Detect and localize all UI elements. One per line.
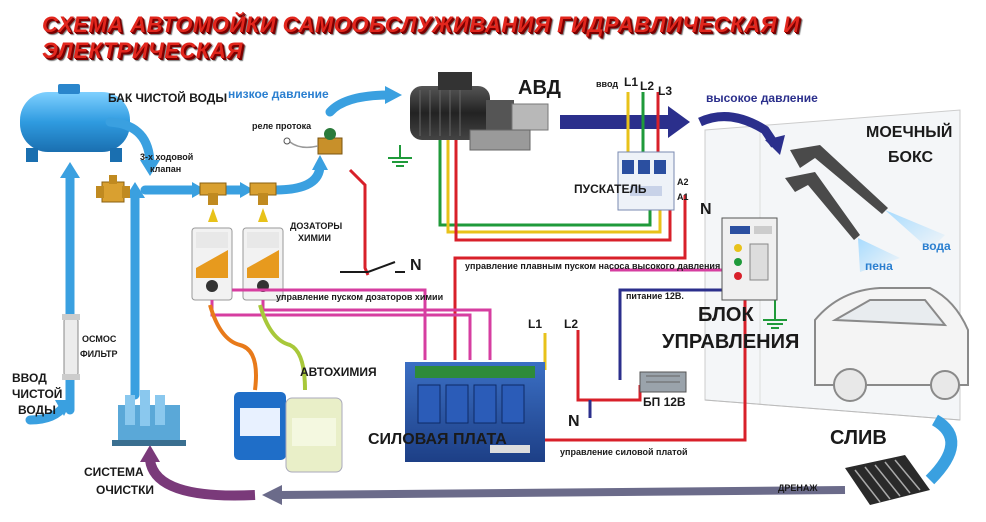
board-l1-label: L1 — [528, 317, 543, 331]
water-in-label-3: ВОДЫ — [18, 403, 56, 417]
osmos-label-1: ОСМОС — [82, 334, 117, 344]
drainage-pipe — [140, 445, 846, 505]
drainage-label: ДРЕНАЖ — [778, 483, 818, 493]
cleaning-system-icon — [112, 390, 186, 446]
high-pressure-label: высокое давление — [706, 91, 818, 105]
psu-label: БП 12В — [643, 395, 686, 409]
doser-supply-arrows — [208, 208, 268, 222]
doser-icon — [191, 227, 284, 301]
foam-label: пена — [865, 259, 893, 273]
motor-pump-icon — [410, 72, 549, 151]
cleaning-label-2: ОЧИСТКИ — [96, 483, 155, 497]
relay-board-icon — [405, 362, 545, 462]
wash-box-label-1: МОЕЧНЫЙ — [866, 124, 953, 141]
high-pressure-arrows — [560, 106, 785, 155]
spray-gun-icon — [785, 145, 945, 272]
chemical-hoses — [208, 304, 307, 391]
flow-relay-label: реле протока — [252, 121, 312, 131]
power-supply-icon — [639, 371, 687, 393]
doser-start-control-label: управление пуском дозаторов химии — [276, 292, 444, 302]
valve-label-1: 3-х ходовой — [140, 152, 194, 162]
chemical-canister-icon — [234, 392, 343, 473]
water-arrowheads — [55, 86, 402, 416]
tee-fitting-2 — [249, 182, 277, 205]
l1-label: L1 — [624, 75, 639, 89]
a2-label: А2 — [677, 177, 689, 187]
soft-start-control-label: управление плавным пуском насоса высоког… — [465, 261, 721, 271]
flow-relay-icon — [283, 128, 343, 155]
control-panel-icon — [721, 217, 778, 301]
power-board-control-label: управление силовой платой — [560, 447, 688, 457]
page-title: СХЕМА АВТОМОЙКИ САМООБСЛУЖИВАНИЯ ГИДРАВЛ… — [42, 12, 800, 63]
car-icon — [814, 287, 969, 402]
starter-icon — [617, 151, 675, 211]
dosers-label-2: ХИМИИ — [298, 233, 331, 243]
switch-icon — [340, 261, 405, 273]
osmosis-filter-icon — [62, 314, 80, 380]
ground-icon — [388, 145, 787, 329]
power-12v-label: питание 12В. — [626, 291, 684, 301]
cleaning-label-1: СИСТЕМА — [84, 465, 144, 479]
switch-n-label: N — [410, 257, 422, 274]
a1-label: А1 — [677, 192, 689, 202]
water-tank-icon — [20, 84, 130, 162]
power-board-label: СИЛОВАЯ ПЛАТА — [368, 431, 507, 448]
low-pressure-label: низкое давление — [228, 87, 329, 101]
water-label: вода — [922, 239, 951, 253]
three-way-valve-icon — [96, 175, 130, 203]
water-in-label-2: ЧИСТОЙ — [12, 387, 63, 401]
tank-label: БАК ЧИСТОЙ ВОДЫ — [108, 91, 228, 105]
control-unit-label-2: УПРАВЛЕНИЯ — [662, 331, 800, 353]
wash-box-label-2: БОКС — [888, 149, 934, 166]
input-label: ввод — [596, 79, 619, 89]
water-in-label-1: ВВОД — [12, 371, 47, 385]
starter-label: ПУСКАТЕЛЬ — [574, 182, 647, 196]
drain-label: СЛИВ — [830, 427, 887, 449]
l2-label: L2 — [640, 79, 655, 93]
autochem-label: АВТОХИМИЯ — [300, 365, 377, 379]
tee-fitting-1 — [199, 182, 227, 205]
dosers-label-1: ДОЗАТОРЫ — [290, 221, 343, 231]
drain-grate-icon — [845, 414, 958, 505]
board-l2-label: L2 — [564, 317, 579, 331]
control-unit-label-1: БЛОК — [698, 304, 754, 326]
psu-n-label: N — [568, 413, 580, 430]
l3-label: L3 — [658, 84, 673, 98]
starter-n-label: N — [700, 201, 712, 218]
avd-label: АВД — [518, 77, 561, 99]
osmos-label-2: ФИЛЬТР — [80, 349, 118, 359]
valve-label-2: клапан — [150, 164, 182, 174]
